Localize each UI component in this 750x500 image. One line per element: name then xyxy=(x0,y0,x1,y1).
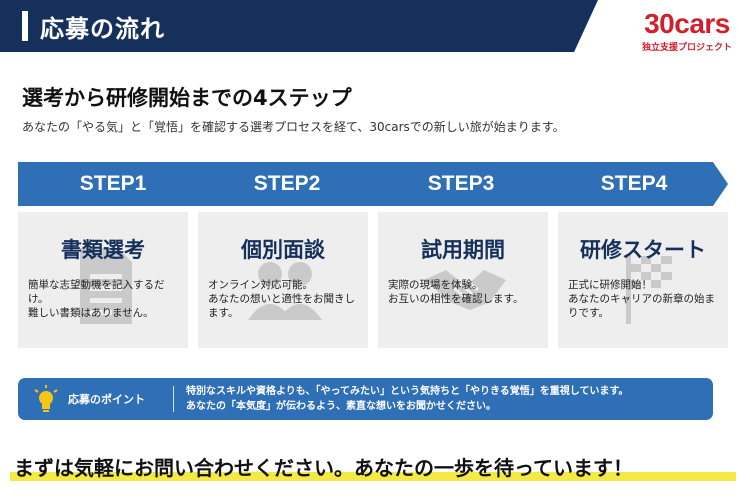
step-description: オンライン対応可能。 あなたの想いと適性をお聞きします。 xyxy=(208,279,355,319)
step-arrows: STEP1 STEP2 STEP3 STEP4 xyxy=(18,162,728,206)
step-title: 書類選考 xyxy=(61,238,145,262)
step-card-2: 個別面談 オンライン対応可能。 あなたの想いと適性をお聞きします。 xyxy=(198,212,368,348)
point-line-2: あなたの「本気度」が伝わるよう、素直な想いをお聞かせください。 xyxy=(186,401,496,412)
step-description: 実際の現場を体験。 お互いの相性を確認します。 xyxy=(388,279,524,305)
step-arrow-4: STEP4 xyxy=(540,162,728,206)
step-arrow-2: STEP2 xyxy=(192,162,382,206)
lightbulb-icon xyxy=(34,385,58,412)
step-description: 簡単な志望動機を記入するだけ。 難しい書類はありません。 xyxy=(28,279,165,319)
step-arrow-3: STEP3 xyxy=(366,162,556,206)
step-title: 個別面談 xyxy=(241,238,325,262)
handshake-icon xyxy=(424,270,506,310)
point-line-1: 特別なスキルや資格よりも、「やってみたい」という気持ちと「やりきる覚悟」を重視し… xyxy=(186,386,629,397)
step-cards: 書類選考 簡単な志望動機を記入するだけ。 難しい書類はありません。 個別面談 オ… xyxy=(18,212,728,348)
point-text: 特別なスキルや資格よりも、「やってみたい」という気持ちと「やりきる覚悟」を重視し… xyxy=(186,384,706,414)
step-card-1: 書類選考 簡単な志望動機を記入するだけ。 難しい書類はありません。 xyxy=(18,212,188,348)
logo-subtitle: 独立支援プロジェクト xyxy=(641,43,732,53)
step-description: 正式に研修開始！ あなたのキャリアの新章の始まりです。 xyxy=(568,279,715,319)
page-header: 応募の流れ 30cars 独立支援プロジェクト xyxy=(0,0,750,62)
step-title: 研修スタート xyxy=(580,238,706,262)
step-arrow-1: STEP1 xyxy=(18,162,208,206)
highlight-underline xyxy=(10,472,736,481)
brand-logo: 30cars 独立支援プロジェクト xyxy=(641,8,732,54)
header-accent-bar xyxy=(22,11,28,41)
point-label: 応募のポイント xyxy=(68,393,145,406)
section-heading: 選考から研修開始までの4ステップ xyxy=(22,86,352,110)
people-icon xyxy=(248,262,322,320)
flag-icon xyxy=(626,254,672,324)
closing-message: まずは気軽にお問い合わせください。あなたの一歩を待っています！ xyxy=(14,456,633,480)
step-card-4: 研修スタート 正式に研修開始！ あなたのキャリアの新章の始まりです。 xyxy=(558,212,728,348)
application-point-box: 応募のポイント 特別なスキルや資格よりも、「やってみたい」という気持ちと「やりき… xyxy=(18,378,713,420)
logo-wordmark: 30cars xyxy=(644,8,730,39)
header-bar xyxy=(0,0,598,52)
page-title: 応募の流れ xyxy=(40,15,165,43)
step-title: 試用期間 xyxy=(421,238,505,262)
point-divider xyxy=(173,386,174,412)
document-icon xyxy=(80,248,132,324)
step-card-3: 試用期間 実際の現場を体験。 お互いの相性を確認します。 xyxy=(378,212,548,348)
section-description: あなたの「やる気」と「覚悟」を確認する選考プロセスを経て、30carsでの新しい… xyxy=(22,120,565,134)
